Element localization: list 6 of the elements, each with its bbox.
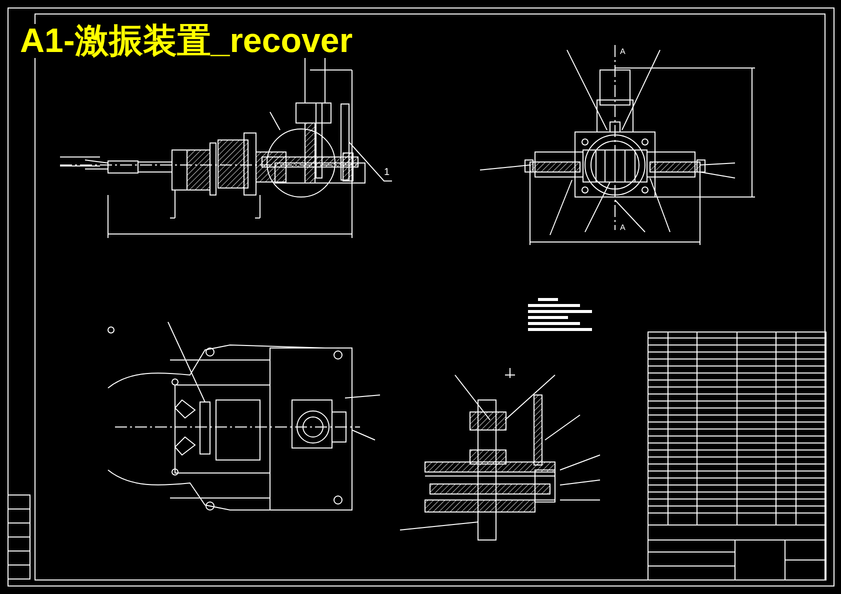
title: A1-激振装置_recover: [20, 24, 353, 58]
leader-line: [348, 142, 392, 182]
section-mark: A: [620, 224, 626, 232]
section-mark: A: [620, 48, 626, 56]
bracket-plate: [340, 104, 350, 180]
callout-number: 1: [384, 168, 390, 178]
